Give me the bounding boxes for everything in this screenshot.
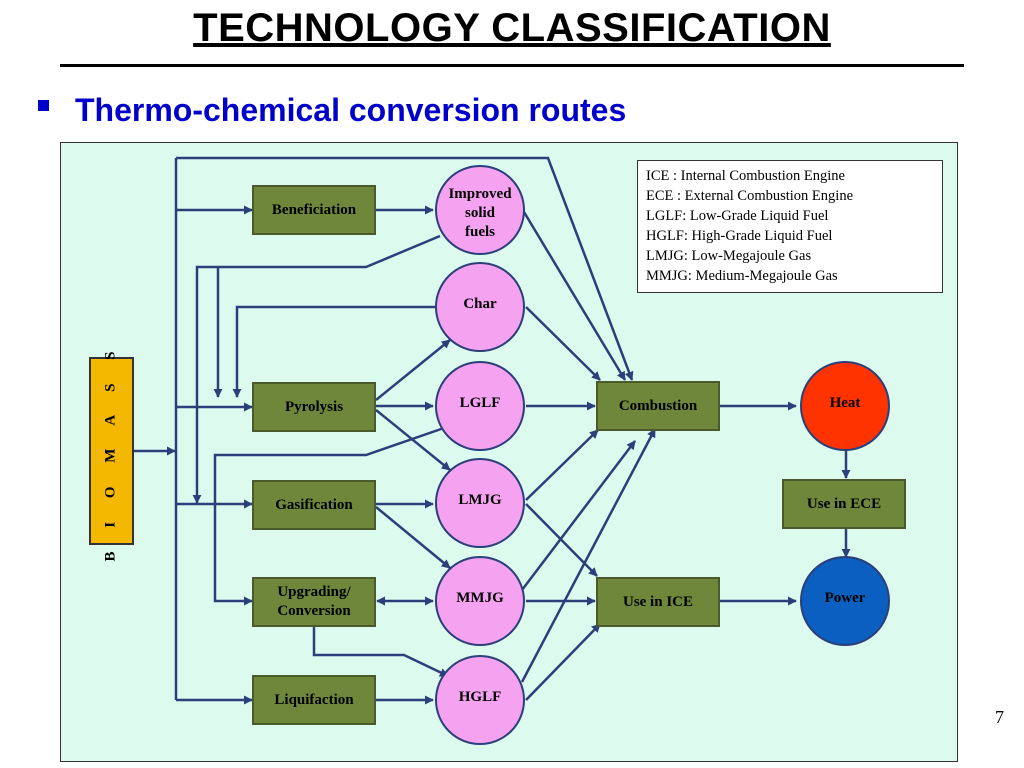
heat-label: Heat bbox=[829, 395, 861, 411]
isf-label-line1: Improved bbox=[448, 186, 512, 202]
hglf-label: HGLF bbox=[458, 689, 502, 705]
use-in-ice-label: Use in ICE bbox=[622, 593, 693, 610]
arrow-pyrolysis-to-lmjg bbox=[375, 409, 451, 471]
arrow-pyrolysis-to-char bbox=[375, 339, 451, 401]
title-underline bbox=[60, 64, 964, 67]
arrow-gasification-to-mmjg bbox=[375, 506, 451, 569]
arrow-hglf-to-combustion bbox=[520, 428, 657, 683]
liquifaction-label: Liquifaction bbox=[274, 691, 354, 708]
biomass-box: B I O M A S S bbox=[89, 341, 134, 561]
mmjg-node: MMJG bbox=[435, 556, 525, 646]
power-node bbox=[800, 556, 890, 646]
use-in-ece-box: Use in ECE bbox=[782, 479, 906, 529]
isf-label-line2: solid bbox=[464, 205, 495, 221]
arrow-lmjg-to-ice bbox=[525, 503, 598, 577]
recycle-isf-to-gasification bbox=[192, 234, 441, 504]
arrow-upgrading-to-hglf bbox=[312, 626, 449, 678]
upgrading-label-line2: Conversion bbox=[277, 603, 351, 619]
slide-title: TECHNOLOGY CLASSIFICATION bbox=[193, 6, 831, 50]
arrow-hglf-to-ice bbox=[525, 623, 601, 701]
bullet-square-icon bbox=[38, 100, 49, 111]
hglf-node: HGLF bbox=[435, 655, 525, 745]
biomass-label: B I O M A S S bbox=[103, 340, 119, 562]
power-label: Power bbox=[824, 590, 866, 606]
beneficiation-box: Beneficiation bbox=[252, 185, 376, 235]
combustion-label: Combustion bbox=[618, 397, 698, 414]
abbreviation-legend: ICE : Internal Combustion Engine ECE : E… bbox=[637, 160, 943, 293]
upgrading-conversion-box: Upgrading/ Conversion bbox=[252, 577, 376, 627]
legend-lmjg: LMJG: Low-Megajoule Gas bbox=[646, 248, 812, 264]
arrow-lmjg-to-combustion bbox=[525, 429, 599, 501]
beneficiation-label: Beneficiation bbox=[271, 201, 357, 218]
arrow-mmjg-to-combustion bbox=[521, 440, 636, 591]
arrow-isf-to-combustion bbox=[522, 211, 627, 381]
use-in-ece-label: Use in ECE bbox=[806, 495, 882, 512]
mmjg-label: MMJG bbox=[456, 590, 504, 606]
legend-hglf: HGLF: High-Grade Liquid Fuel bbox=[646, 228, 833, 244]
arrow-trunk-to-combustion bbox=[176, 156, 634, 381]
heat-node bbox=[800, 361, 890, 451]
char-label: Char bbox=[463, 296, 497, 312]
pyrolysis-box: Pyrolysis bbox=[252, 382, 376, 432]
upgrading-label-line1: Upgrading/ bbox=[277, 584, 351, 600]
legend-ece: ECE : External Combustion Engine bbox=[646, 188, 854, 204]
gasification-label: Gasification bbox=[275, 496, 353, 513]
slide-subtitle: Thermo-chemical conversion routes bbox=[75, 92, 627, 128]
recycle-char-to-pyrolysis bbox=[232, 305, 436, 398]
use-in-ice-box: Use in ICE bbox=[596, 577, 720, 627]
legend-ice: ICE : Internal Combustion Engine bbox=[646, 168, 845, 184]
page-number: 7 bbox=[995, 707, 1004, 727]
improved-solid-fuels-node: Improved solid fuels bbox=[435, 165, 525, 255]
legend-lglf: LGLF: Low-Grade Liquid Fuel bbox=[646, 208, 829, 224]
pyrolysis-label: Pyrolysis bbox=[284, 398, 344, 415]
gasification-box: Gasification bbox=[252, 480, 376, 530]
lmjg-label: LMJG bbox=[458, 492, 502, 508]
liquifaction-box: Liquifaction bbox=[252, 675, 376, 725]
legend-mmjg: MMJG: Medium-Megajoule Gas bbox=[646, 268, 838, 284]
arrow-char-to-combustion bbox=[525, 306, 601, 381]
isf-label-line3: fuels bbox=[465, 224, 495, 240]
lmjg-node: LMJG bbox=[435, 458, 525, 548]
combustion-box: Combustion bbox=[596, 381, 720, 431]
lglf-label: LGLF bbox=[459, 395, 501, 411]
lglf-node: LGLF bbox=[435, 361, 525, 451]
recycle-lglf-to-upgrading bbox=[213, 426, 445, 606]
char-node: Char bbox=[435, 262, 525, 352]
